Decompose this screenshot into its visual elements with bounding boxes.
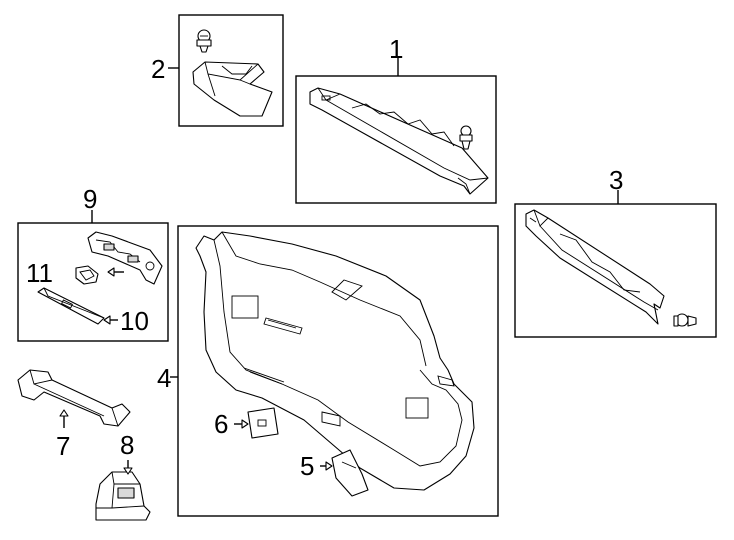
part-group-1 xyxy=(295,58,497,204)
part-box-9 xyxy=(17,222,169,342)
side-trim-panel xyxy=(525,209,665,325)
callout-10: 10 xyxy=(120,306,149,336)
callout-3: 3 xyxy=(609,165,623,195)
part-5-cover xyxy=(320,449,369,497)
liftgate-trim-panel xyxy=(195,231,475,491)
part-group-9 xyxy=(17,210,169,342)
handle-bracket xyxy=(87,231,163,285)
corner-bracket xyxy=(192,61,273,117)
part-group-2 xyxy=(168,14,284,127)
arrow-7 xyxy=(59,409,69,417)
callout-6: 6 xyxy=(214,409,228,439)
trim-clip xyxy=(673,313,697,327)
part-7-grab-handle xyxy=(17,369,131,428)
callout-11: 11 xyxy=(26,258,53,288)
callout-8: 8 xyxy=(120,430,134,460)
callout-4: 4 xyxy=(157,363,171,393)
arrow-5 xyxy=(325,461,333,471)
part-group-4 xyxy=(170,225,499,517)
part-6-pad xyxy=(234,407,279,439)
callout-2: 2 xyxy=(151,54,165,84)
fastener-clip xyxy=(196,29,212,53)
callout-5: 5 xyxy=(300,451,314,481)
part-box-4 xyxy=(177,225,499,517)
callout-9: 9 xyxy=(83,184,97,214)
push-pin-fastener xyxy=(459,125,473,150)
part-box-3 xyxy=(514,203,717,338)
callout-1: 1 xyxy=(389,34,403,64)
arrow-6 xyxy=(241,419,249,429)
part-group-3 xyxy=(514,190,717,338)
part-box-2 xyxy=(178,14,284,127)
arrow-8 xyxy=(123,467,133,475)
callout-7: 7 xyxy=(56,431,70,461)
arrow-11 xyxy=(107,267,115,277)
part-10-strip xyxy=(37,287,105,325)
arrow-10 xyxy=(103,315,111,325)
part-11-clip xyxy=(75,265,99,285)
part-8-cap xyxy=(95,460,151,521)
upper-trim-panel xyxy=(309,87,489,195)
part-box-1 xyxy=(295,75,497,204)
